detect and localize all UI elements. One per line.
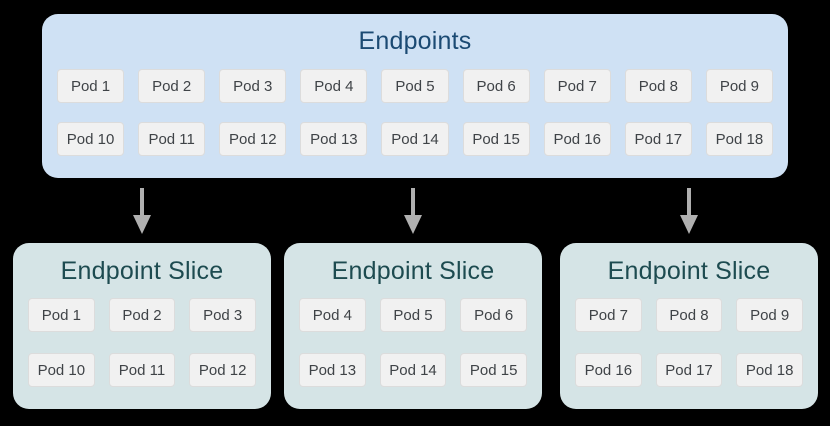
pod-box: Pod 4 xyxy=(299,298,366,332)
pod-box: Pod 11 xyxy=(108,353,176,387)
pod-box: Pod 1 xyxy=(57,69,125,103)
endpoint-slice-title: Endpoint Slice xyxy=(60,257,224,285)
pod-box: Pod 3 xyxy=(219,69,287,103)
slice-pod-row-1: Pod 4 Pod 5 Pod 6 xyxy=(299,298,528,332)
pod-box: Pod 13 xyxy=(300,122,368,156)
pod-box: Pod 2 xyxy=(108,298,176,332)
pod-box: Pod 4 xyxy=(300,69,368,103)
arrow-head xyxy=(133,215,151,234)
down-arrow-icon xyxy=(680,188,698,234)
pod-box: Pod 13 xyxy=(299,353,366,387)
down-arrow-icon xyxy=(133,188,151,234)
slice-pod-row-1: Pod 7 Pod 8 Pod 9 xyxy=(575,298,804,332)
pod-box: Pod 12 xyxy=(219,122,287,156)
pod-box: Pod 14 xyxy=(381,122,449,156)
pod-box: Pod 18 xyxy=(736,353,804,387)
pod-box: Pod 1 xyxy=(28,298,95,332)
pod-box: Pod 17 xyxy=(624,122,692,156)
pod-box: Pod 8 xyxy=(624,69,692,103)
pod-box: Pod 15 xyxy=(462,122,530,156)
pod-box: Pod 7 xyxy=(543,69,611,103)
pod-box: Pod 6 xyxy=(460,298,528,332)
endpoint-slice-box-2: Endpoint Slice Pod 4 Pod 5 Pod 6 Pod 13 … xyxy=(284,243,542,409)
endpoints-pod-row-2: Pod 10 Pod 11 Pod 12 Pod 13 Pod 14 Pod 1… xyxy=(57,122,773,156)
endpoints-box: Endpoints Pod 1 Pod 2 Pod 3 Pod 4 Pod 5 … xyxy=(42,14,788,178)
pod-box: Pod 15 xyxy=(460,353,528,387)
endpoints-pod-row-1: Pod 1 Pod 2 Pod 3 Pod 4 Pod 5 Pod 6 Pod … xyxy=(57,69,773,103)
pod-box: Pod 2 xyxy=(138,69,206,103)
pod-box: Pod 10 xyxy=(57,122,125,156)
pod-box: Pod 6 xyxy=(462,69,530,103)
slice-pod-row-2: Pod 16 Pod 17 Pod 18 xyxy=(575,353,804,387)
arrow-stem xyxy=(411,188,415,215)
pod-box: Pod 11 xyxy=(138,122,206,156)
endpoint-slice-box-3: Endpoint Slice Pod 7 Pod 8 Pod 9 Pod 16 … xyxy=(560,243,818,409)
pod-box: Pod 12 xyxy=(189,353,257,387)
endpoints-title: Endpoints xyxy=(358,27,472,55)
pod-box: Pod 5 xyxy=(379,298,447,332)
endpoint-slice-title: Endpoint Slice xyxy=(607,257,771,285)
arrow-head xyxy=(680,215,698,234)
arrow-stem xyxy=(140,188,144,215)
pod-box: Pod 16 xyxy=(543,122,611,156)
pod-box: Pod 16 xyxy=(575,353,642,387)
down-arrow-icon xyxy=(404,188,422,234)
pod-box: Pod 7 xyxy=(575,298,642,332)
pod-box: Pod 10 xyxy=(28,353,95,387)
pod-box: Pod 8 xyxy=(655,298,723,332)
pod-box: Pod 14 xyxy=(379,353,447,387)
slice-pod-row-1: Pod 1 Pod 2 Pod 3 xyxy=(28,298,257,332)
endpoint-slice-box-1: Endpoint Slice Pod 1 Pod 2 Pod 3 Pod 10 … xyxy=(13,243,271,409)
endpoint-slice-title: Endpoint Slice xyxy=(331,257,495,285)
pod-box: Pod 17 xyxy=(655,353,723,387)
arrow-head xyxy=(404,215,422,234)
pod-box: Pod 3 xyxy=(189,298,257,332)
pod-box: Pod 5 xyxy=(381,69,449,103)
slice-pod-row-2: Pod 10 Pod 11 Pod 12 xyxy=(28,353,257,387)
pod-box: Pod 18 xyxy=(705,122,773,156)
pod-box: Pod 9 xyxy=(705,69,773,103)
slice-pod-row-2: Pod 13 Pod 14 Pod 15 xyxy=(299,353,528,387)
arrow-stem xyxy=(687,188,691,215)
pod-box: Pod 9 xyxy=(736,298,804,332)
